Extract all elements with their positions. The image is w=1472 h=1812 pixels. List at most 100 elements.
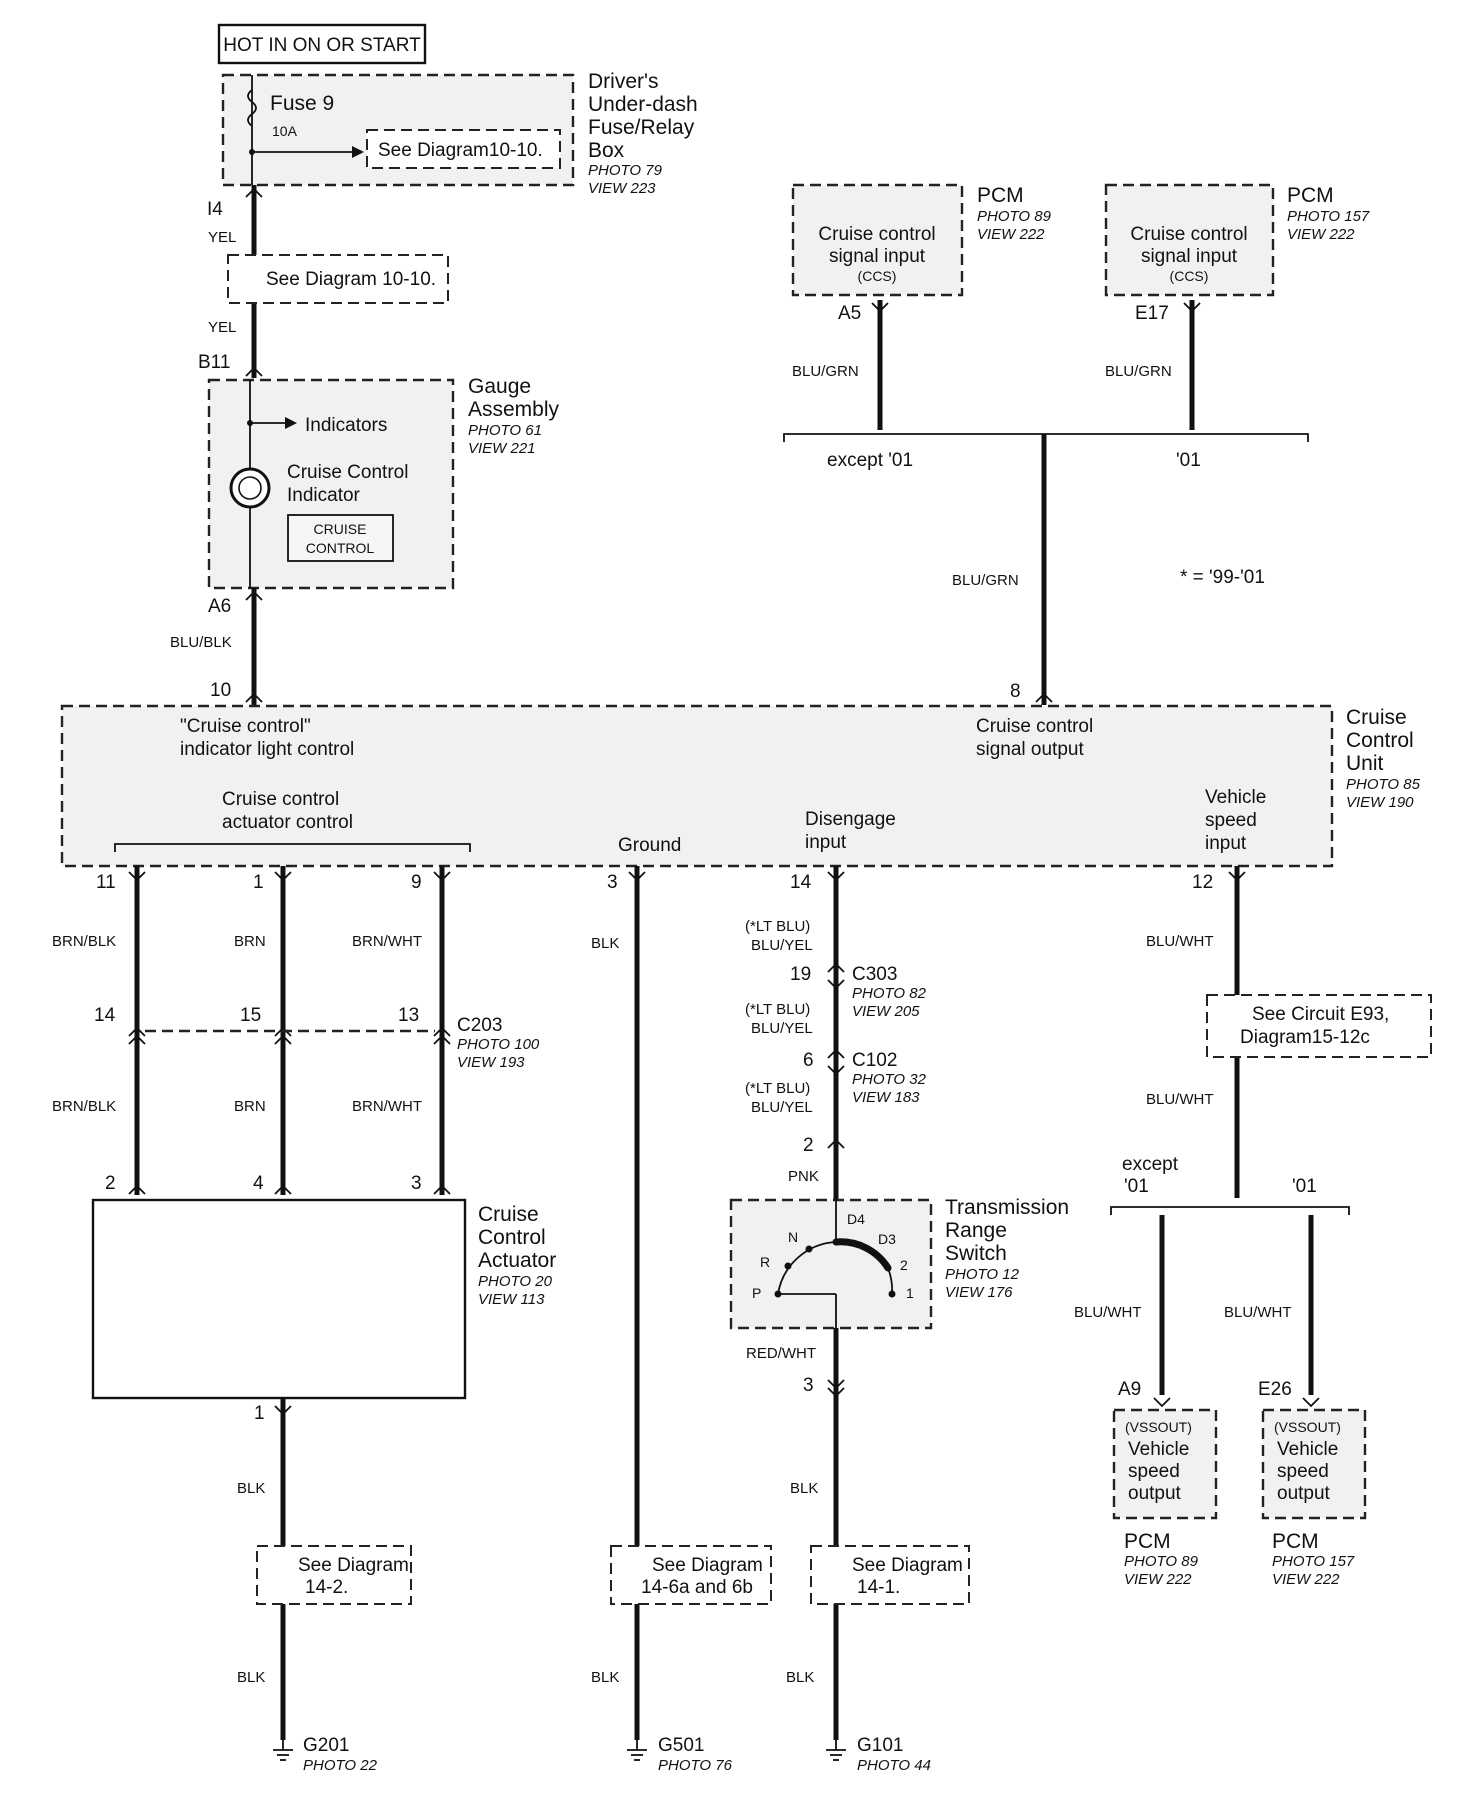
ccs-left-line-2: signal input [829,246,926,267]
ccu-func-signal-2: signal output [976,739,1084,760]
fuse-box-name-2: Under-dash [588,93,698,116]
wire-label-brn-blk-1: BRN/BLK [52,933,116,950]
actuator-brace [114,843,471,852]
pos-d4: D4 [847,1211,865,1227]
trs-see-1: See Diagram [852,1555,963,1576]
see-diagram-14-1 [810,1545,970,1605]
vss-branch-01: '01 [1292,1176,1317,1197]
cc-indicator-label-2: Indicator [287,485,361,506]
ground-icon [627,1740,647,1761]
pos-d3: D3 [878,1231,896,1247]
wire-label-blk-gnd-2: BLK [591,1669,619,1686]
alt-color-3: (*LT BLU) [745,1080,810,1097]
wire-label-brn-2: BRN [234,1098,266,1115]
pcm-ccs-left-view: VIEW 222 [977,226,1045,243]
c303-view: VIEW 205 [852,1003,920,1020]
pin-3: 3 [607,872,618,893]
pcm-ccs-right-box: Cruise control signal input (CCS) [1104,183,1275,297]
gauge-view: VIEW 221 [468,440,536,457]
pin-c15: 15 [240,1005,261,1026]
ccu-photo: PHOTO 85 [1346,776,1421,793]
badge-line-1: CRUISE [314,521,367,537]
pcm-ccs-right-name: PCM [1287,184,1334,207]
ccu-func-disengage-1: Disengage [805,809,896,830]
wire-label-blk-trs-1: BLK [790,1480,818,1497]
gauge-assembly: Indicators Cruise Control Indicator CRUI… [207,378,455,590]
wire-label-blu-grn-right: BLU/GRN [1105,363,1172,380]
cruise-control-badge [287,514,394,562]
fuse-see-diagram: See Diagram10-10. [378,140,543,161]
fuse-amps: 10A [272,123,298,139]
pcm-vss-left-view: VIEW 222 [1124,1571,1192,1588]
fuse-box-name-1: Driver's [588,70,659,93]
pin-c13: 13 [398,1005,419,1026]
ccu-func-vs-3: input [1205,833,1247,854]
pin-a4: 4 [253,1173,264,1194]
vss-left-line-1: (VSSOUT) [1125,1419,1192,1435]
vss-right-line-4: output [1277,1483,1331,1504]
pin-2: 2 [803,1135,814,1156]
pin-14: 14 [790,872,812,893]
pin-10: 10 [210,680,231,701]
ccu-func-actuator-2: actuator control [222,812,353,833]
pcm-ccs-left-box: Cruise control signal input (CCS) [791,183,964,297]
pin-a2: 2 [105,1173,116,1194]
svg-text:HOT IN ON OR START: HOT IN ON OR START [223,35,421,56]
pin-i4: I4 [207,199,223,220]
wire-label-blk-gnd-1: BLK [591,935,619,952]
ccu-func-vs-1: Vehicle [1205,787,1266,808]
ccu-func-actuator-1: Cruise control [222,789,339,810]
pcm-ccs-left-name: PCM [977,184,1024,207]
actuator-pin-1: 1 [254,1403,265,1424]
vss-branch-brace [1110,1206,1350,1215]
pcm-vss-left-box: (VSSOUT) Vehicle speed output [1112,1408,1218,1520]
g201-label: G201 [303,1735,349,1756]
gnd-see-2: 14-6a and 6b [641,1577,753,1598]
fuse-box-photo: PHOTO 79 [588,162,663,179]
c203-photo: PHOTO 100 [457,1036,540,1053]
gauge-name-1: Gauge [468,375,531,398]
branch-except-01: except '01 [827,450,913,471]
pin-a5: A5 [838,303,861,324]
hot-in-on-or-start-label: HOT IN ON OR START [217,23,427,65]
pin-c14: 14 [94,1005,116,1026]
branch-01: '01 [1176,450,1201,471]
pin-c19: 19 [790,964,811,985]
wire-label-blu-blk: BLU/BLK [170,634,232,651]
c102-view: VIEW 183 [852,1089,920,1106]
ccu-func-indicator-1: "Cruise control" [180,716,311,737]
wire-label-brn-wht-1: BRN/WHT [352,933,422,950]
see-diagram-14-6 [610,1545,772,1605]
c102-photo: PHOTO 32 [852,1071,927,1088]
act-see-1: See Diagram [298,1555,409,1576]
wire-label-pnk: PNK [788,1168,819,1185]
ccs-right-line-2: signal input [1141,246,1238,267]
indicator-lamp-icon [229,467,271,509]
pin-e26: E26 [1258,1379,1292,1400]
vss-left-line-2: Vehicle [1128,1439,1189,1460]
pin-8: 8 [1010,681,1021,702]
wire-label-blu-yel-2: BLU/YEL [751,1020,813,1037]
trs-name-2: Range [945,1219,1007,1242]
vss-right-line-1: (VSSOUT) [1274,1419,1341,1435]
g201-photo: PHOTO 22 [303,1757,378,1774]
wire-label-blu-wht-1: BLU/WHT [1146,933,1214,950]
ccs-right-line-3: (CCS) [1170,268,1209,284]
ground-icon [826,1740,846,1761]
fuse-label: Fuse 9 [270,92,334,115]
pcm-vss-right-box: (VSSOUT) Vehicle speed output [1261,1408,1367,1520]
pcm-ccs-left-photo: PHOTO 89 [977,208,1052,225]
trs-pin-3: 3 [803,1375,814,1396]
fuse-box-name-3: Fuse/Relay [588,116,695,139]
ccu-name-3: Unit [1346,752,1384,775]
pcm-vss-right-photo: PHOTO 157 [1272,1553,1355,1570]
see-circuit-e93 [1206,994,1432,1058]
wire-label-blk-trs-2: BLK [786,1669,814,1686]
wire-label-brn-wht-2: BRN/WHT [352,1098,422,1115]
g101-photo: PHOTO 44 [857,1757,931,1774]
pcm-vss-right-name: PCM [1272,1530,1319,1553]
wire-label-blu-grn-trunk: BLU/GRN [952,572,1019,589]
vss-right-line-3: speed [1277,1461,1329,1482]
ccu-func-signal-1: Cruise control [976,716,1093,737]
ccu-func-indicator-2: indicator light control [180,739,354,760]
